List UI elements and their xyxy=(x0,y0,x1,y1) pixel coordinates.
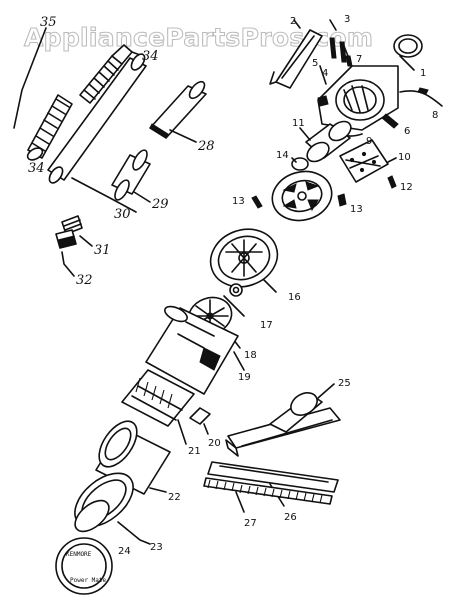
part-14-impeller-housing xyxy=(271,157,333,222)
callout-9: 9 xyxy=(366,136,372,147)
part-21-collar xyxy=(121,369,195,445)
seal-subtext: Power Mate xyxy=(70,577,107,584)
callout-13-left: 13 xyxy=(232,196,245,207)
callout-7: 7 xyxy=(356,54,362,65)
callout-12: 12 xyxy=(400,182,413,193)
part-30-wand xyxy=(47,53,147,213)
part-6-screw xyxy=(381,113,399,129)
callout-34-lower: 34 xyxy=(28,161,45,176)
callout-17: 17 xyxy=(260,320,273,331)
part-28-crevice-tool xyxy=(149,80,207,143)
callout-34-upper: 34 xyxy=(142,49,159,64)
part-12-screw xyxy=(387,175,397,189)
callout-22: 22 xyxy=(168,492,181,503)
part-26-brush xyxy=(207,461,339,507)
callout-20: 20 xyxy=(208,438,221,449)
part-19-main-body xyxy=(145,305,245,395)
part-34-hose-lower xyxy=(26,94,73,161)
callout-10: 10 xyxy=(398,152,411,163)
part-35-leader xyxy=(13,27,47,129)
part-10-plate xyxy=(339,139,397,183)
callout-23: 23 xyxy=(150,542,163,553)
callout-14: 14 xyxy=(276,150,289,161)
callout-1: 1 xyxy=(420,68,426,79)
seal-brand-text: KENMORE xyxy=(66,551,92,558)
callout-30: 30 xyxy=(114,207,131,222)
part-31-plug xyxy=(55,215,93,277)
callout-35: 35 xyxy=(40,15,57,30)
callout-24: 24 xyxy=(118,546,131,557)
part-4-motor-cover xyxy=(317,45,399,131)
callout-32: 32 xyxy=(76,273,93,288)
part-27-bristles xyxy=(203,477,333,513)
callout-19: 19 xyxy=(238,372,251,383)
part-17-washer xyxy=(223,283,245,317)
callout-21: 21 xyxy=(188,446,201,457)
part-25-floor-tool xyxy=(225,383,341,457)
callout-13-right: 13 xyxy=(350,204,363,215)
callout-11: 11 xyxy=(292,118,305,129)
callout-31: 31 xyxy=(94,243,111,258)
callout-18: 18 xyxy=(244,350,257,361)
part-11-motor xyxy=(299,120,352,163)
callout-8: 8 xyxy=(432,110,438,121)
callout-labels: 1 2 3 4 5 6 7 8 9 10 11 12 13 13 14 16 1… xyxy=(28,14,438,557)
part-1-ring xyxy=(393,34,423,71)
callout-4: 4 xyxy=(322,68,328,79)
callout-29: 29 xyxy=(151,197,169,212)
part-29-adapter xyxy=(111,149,151,203)
part-23-nozzle xyxy=(74,472,151,545)
part-20-switch xyxy=(189,407,211,435)
callout-5: 5 xyxy=(312,58,318,69)
part-13-screws xyxy=(251,193,347,209)
callout-3: 3 xyxy=(344,14,350,25)
callout-26: 26 xyxy=(284,512,297,523)
callout-27: 27 xyxy=(244,518,257,529)
part-2-bracket xyxy=(269,19,323,89)
part-24-seal: KENMORE Power Mate xyxy=(55,537,113,595)
callout-28: 28 xyxy=(197,139,215,154)
part-8-cord xyxy=(399,87,443,107)
part-16-fan-cover xyxy=(209,228,279,293)
callout-25: 25 xyxy=(338,378,351,389)
callout-16: 16 xyxy=(288,292,301,303)
callout-6: 6 xyxy=(404,126,410,137)
callout-2: 2 xyxy=(290,16,296,27)
